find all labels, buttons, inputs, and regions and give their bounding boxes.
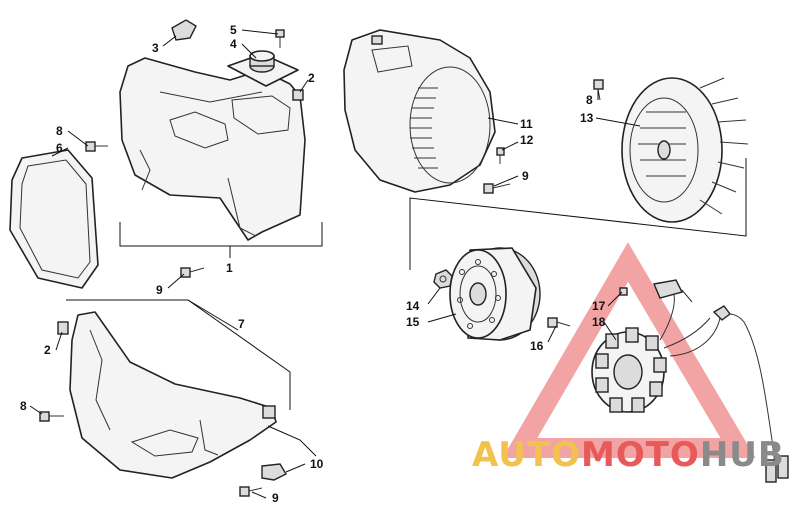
screw-9c (483, 183, 511, 194)
screw-parts (39, 29, 628, 497)
screw-16 (547, 317, 571, 328)
callout-5: 5 (230, 23, 237, 37)
callout-9b: 9 (272, 491, 279, 505)
nut-part (433, 269, 453, 289)
screw-12 (496, 147, 505, 164)
watermark-logo: AUTOMOTOHUB (472, 435, 785, 475)
stator-coils (595, 327, 667, 413)
fan-part (621, 77, 749, 223)
assembly-brackets (66, 158, 747, 457)
callout-18: 18 (592, 315, 606, 329)
watermark-triangle (502, 242, 756, 458)
callout-12: 12 (520, 133, 534, 147)
callout-6: 6 (56, 141, 63, 155)
clamp-part (261, 463, 287, 481)
callout-3: 3 (152, 41, 159, 55)
callout-2a: 2 (308, 71, 315, 85)
clip-part (171, 19, 197, 41)
watermark-part-2: MOTO (581, 435, 700, 475)
callout-1: 1 (226, 261, 233, 275)
screw-17 (619, 287, 628, 296)
wiring-harness (653, 279, 789, 483)
stator-part (591, 327, 667, 413)
screw-8a (85, 141, 108, 152)
callout-4: 4 (230, 37, 237, 51)
callout-13: 13 (580, 111, 594, 125)
callout-2b: 2 (44, 343, 51, 357)
clip-small-part (57, 89, 304, 335)
callout-14: 14 (406, 299, 420, 313)
gasket-part (9, 149, 99, 289)
screw-9a (180, 267, 205, 278)
callout-8b: 8 (20, 399, 27, 413)
callout-10: 10 (310, 457, 324, 471)
callout-15: 15 (406, 315, 420, 329)
leader-lines (29, 29, 641, 499)
callout-8c: 8 (586, 93, 593, 107)
callout-8a: 8 (56, 124, 63, 138)
callout-9a: 9 (156, 283, 163, 297)
callout-9c: 9 (522, 169, 529, 183)
screw-9b (239, 486, 263, 497)
flywheel-part (449, 247, 541, 341)
callout-labels: 1 2 2 3 4 5 6 7 8 8 8 9 9 9 10 11 12 13 … (20, 23, 606, 505)
watermark-part-3: HUB (700, 435, 785, 475)
fan-housing-part (343, 29, 496, 193)
lower-shroud-part (69, 311, 277, 479)
cap-part (227, 50, 299, 87)
fan-blades (638, 77, 749, 215)
screw-5 (275, 29, 285, 48)
upper-shroud-part (119, 57, 306, 241)
housing-vents (410, 87, 438, 169)
callout-11: 11 (520, 117, 533, 131)
callout-7: 7 (238, 317, 245, 331)
callout-17: 17 (592, 299, 606, 313)
screw-8b (39, 411, 64, 422)
watermark-part-1: AUTO (472, 435, 581, 475)
callout-16: 16 (530, 339, 544, 353)
